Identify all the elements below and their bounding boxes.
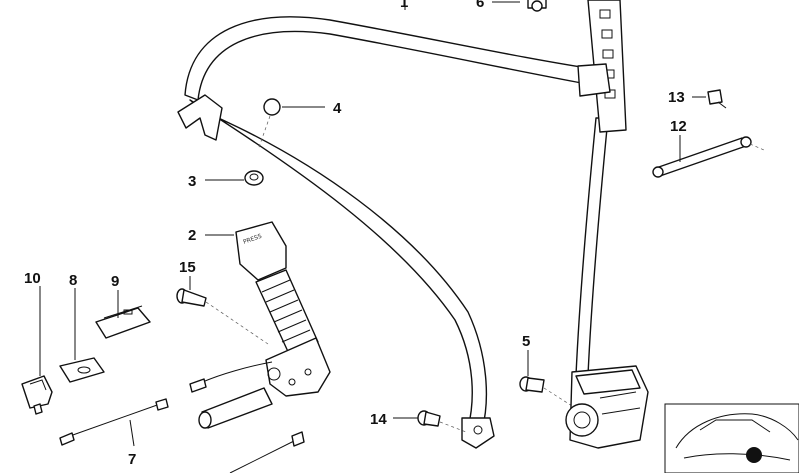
callout-3: 3 [188, 173, 196, 190]
part-3-nut [244, 170, 264, 186]
part-15-bolt [176, 288, 269, 345]
callout-12: 12 [670, 118, 687, 135]
bottom-cable [229, 431, 305, 473]
part-14-bolt [417, 410, 467, 433]
callout-4: 4 [333, 100, 342, 117]
part-9-cover [95, 305, 151, 339]
callout-1: 1 [400, 0, 408, 11]
callout-13: 13 [668, 89, 685, 106]
callout-labels: 1 2 3 4 5 6 7 8 9 10 12 13 14 15 [24, 0, 687, 468]
callout-8: 8 [69, 272, 77, 289]
callout-10: 10 [24, 270, 41, 287]
height-adjuster-rail [577, 0, 627, 133]
part-6-bolt [527, 0, 547, 12]
callout-14: 14 [370, 411, 387, 428]
part-7-cable [59, 398, 169, 446]
callout-7: 7 [128, 451, 136, 468]
car-locator-thumbnail [664, 403, 799, 473]
part-5-bolt [519, 376, 573, 407]
part-4-cap [257, 98, 281, 151]
part-2-buckle: PRESS [189, 221, 331, 429]
part-13-screw [707, 89, 727, 109]
location-marker-icon [746, 447, 762, 463]
part-10-clip [21, 375, 53, 415]
part-12-rod [652, 136, 765, 178]
callout-15: 15 [179, 259, 196, 276]
callout-9: 9 [111, 273, 119, 290]
callout-2: 2 [188, 227, 196, 244]
part-1-belt-webbing [177, 16, 609, 449]
retractor [565, 365, 649, 449]
leader-lines [39, 1, 706, 447]
callout-6: 6 [476, 0, 484, 11]
callout-5: 5 [522, 333, 530, 350]
part-8-clip [59, 357, 105, 383]
